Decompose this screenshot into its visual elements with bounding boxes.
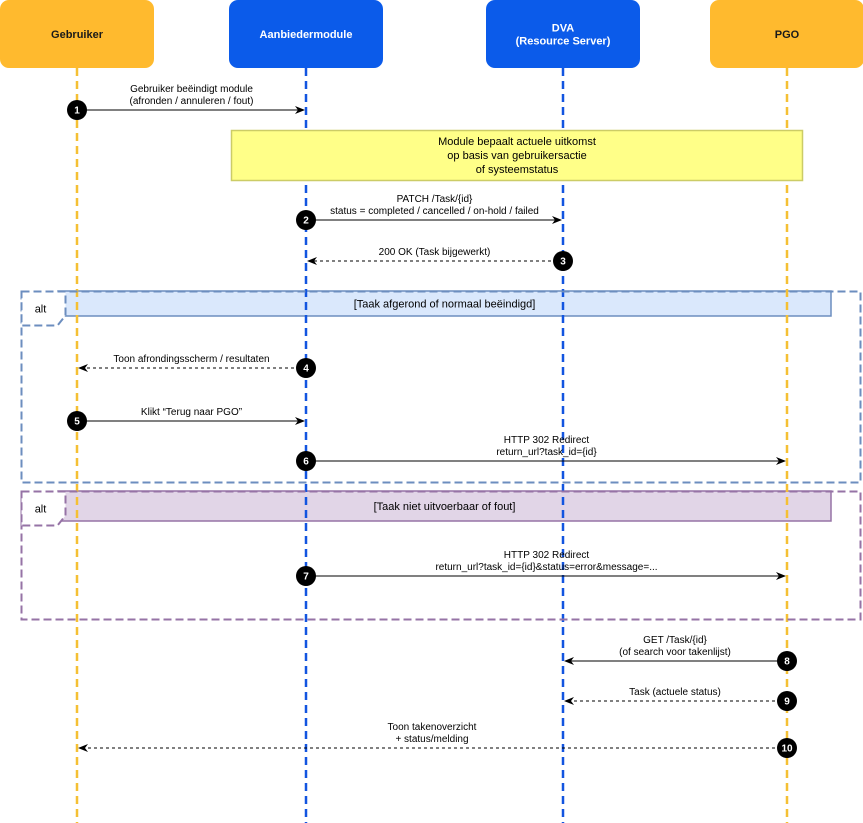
participant-label: PGO bbox=[775, 29, 800, 41]
message-label: Klikt “Terug naar PGO” bbox=[141, 407, 242, 418]
participant-gebruiker: Gebruiker bbox=[0, 0, 154, 68]
step-number-badge: 1 bbox=[67, 100, 87, 120]
message-label: return_url?task_id={id}&status=error&mes… bbox=[435, 562, 657, 573]
message-label: Task (actuele status) bbox=[629, 687, 721, 698]
message-label: (of search voor takenlijst) bbox=[619, 647, 731, 658]
step-number: 2 bbox=[303, 216, 309, 227]
participant-label: (Resource Server) bbox=[516, 36, 611, 48]
step-number: 6 bbox=[303, 457, 309, 468]
message-label: return_url?task_id={id} bbox=[496, 447, 597, 458]
alt-frame bbox=[20, 490, 862, 621]
message-4: Toon afrondingsscherm / resultaten 4 bbox=[78, 354, 316, 378]
message-label: GET /Task/{id} bbox=[643, 635, 707, 646]
participant-pgo: PGO bbox=[710, 0, 863, 68]
note-line: op basis van gebruikersactie bbox=[447, 150, 586, 162]
message-7: HTTP 302 Redirectreturn_url?task_id={id}… bbox=[296, 550, 786, 586]
step-number-badge: 2 bbox=[296, 210, 316, 230]
alt-fragment-frame-2: alt bbox=[20, 490, 862, 621]
participant-label: DVA bbox=[552, 23, 574, 35]
step-number-badge: 3 bbox=[553, 251, 573, 271]
message-label: HTTP 302 Redirect bbox=[504, 550, 590, 561]
step-number-badge: 8 bbox=[777, 651, 797, 671]
message-label: HTTP 302 Redirect bbox=[504, 435, 590, 446]
alt-tag bbox=[20, 290, 67, 327]
message-label: Toon takenoverzicht bbox=[388, 722, 477, 733]
step-number-badge: 5 bbox=[67, 411, 87, 431]
message-label: 200 OK (Task bijgewerkt) bbox=[379, 247, 491, 258]
participant-box bbox=[710, 0, 863, 68]
alt-condition: [Taak niet uitvoerbaar of fout] bbox=[374, 501, 516, 513]
message-9: Task (actuele status) 9 bbox=[564, 687, 797, 711]
step-number: 7 bbox=[303, 572, 309, 583]
step-number-badge: 4 bbox=[296, 358, 316, 378]
message-8: GET /Task/{id}(of search voor takenlijst… bbox=[564, 635, 797, 671]
step-number: 5 bbox=[74, 417, 80, 428]
message-label: status = completed / cancelled / on-hold… bbox=[330, 206, 539, 217]
alt-frame bbox=[20, 290, 862, 484]
message-10: Toon takenoverzicht+ status/melding 10 bbox=[78, 722, 797, 758]
alt-fragment-2: [Taak niet uitvoerbaar of fout] bbox=[57, 490, 832, 522]
message-5: Klikt “Terug naar PGO” 5 bbox=[67, 407, 305, 431]
note-box: Module bepaalt actuele uitkomst op basis … bbox=[230, 129, 804, 182]
participant-label: Gebruiker bbox=[51, 29, 104, 41]
participant-aanbieder: Aanbiedermodule bbox=[229, 0, 383, 68]
message-label: Toon afrondingsscherm / resultaten bbox=[113, 354, 269, 365]
message-1: Gebruiker beëindigt module(afronden / an… bbox=[67, 84, 305, 120]
message-6: HTTP 302 Redirectreturn_url?task_id={id}… bbox=[296, 435, 786, 471]
step-number-badge: 7 bbox=[296, 566, 316, 586]
alt-fragment-frame-1: alt bbox=[20, 290, 862, 484]
alt-keyword: alt bbox=[35, 504, 47, 516]
alt-keyword: alt bbox=[35, 304, 47, 316]
note-line: Module bepaalt actuele uitkomst bbox=[438, 136, 596, 148]
alt-tag bbox=[20, 490, 67, 527]
step-number: 8 bbox=[784, 657, 790, 668]
step-number: 1 bbox=[74, 106, 80, 117]
note-line: of systeemstatus bbox=[476, 164, 559, 176]
participant-box bbox=[0, 0, 154, 68]
message-label: Gebruiker beëindigt module bbox=[130, 84, 253, 95]
step-number: 3 bbox=[560, 257, 566, 268]
alt-fragment-1: [Taak afgerond of normaal beëindigd] bbox=[57, 290, 832, 317]
step-number-badge: 6 bbox=[296, 451, 316, 471]
participant-label: Aanbiedermodule bbox=[260, 29, 353, 41]
alt-condition: [Taak afgerond of normaal beëindigd] bbox=[354, 299, 536, 311]
message-label: + status/melding bbox=[395, 734, 468, 745]
participant-box bbox=[486, 0, 640, 68]
step-number: 9 bbox=[784, 697, 790, 708]
step-number: 10 bbox=[781, 744, 793, 755]
alt-condition-band bbox=[57, 490, 832, 522]
step-number-badge: 9 bbox=[777, 691, 797, 711]
message-label: PATCH /Task/{id} bbox=[397, 194, 473, 205]
message-label: (afronden / annuleren / fout) bbox=[130, 96, 254, 107]
message-3: 200 OK (Task bijgewerkt) 3 bbox=[307, 247, 573, 271]
step-number: 4 bbox=[303, 364, 309, 375]
message-2: PATCH /Task/{id}status = completed / can… bbox=[296, 194, 562, 230]
participant-dva: DVA(Resource Server) bbox=[486, 0, 640, 68]
participant-box bbox=[229, 0, 383, 68]
step-number-badge: 10 bbox=[777, 738, 797, 758]
